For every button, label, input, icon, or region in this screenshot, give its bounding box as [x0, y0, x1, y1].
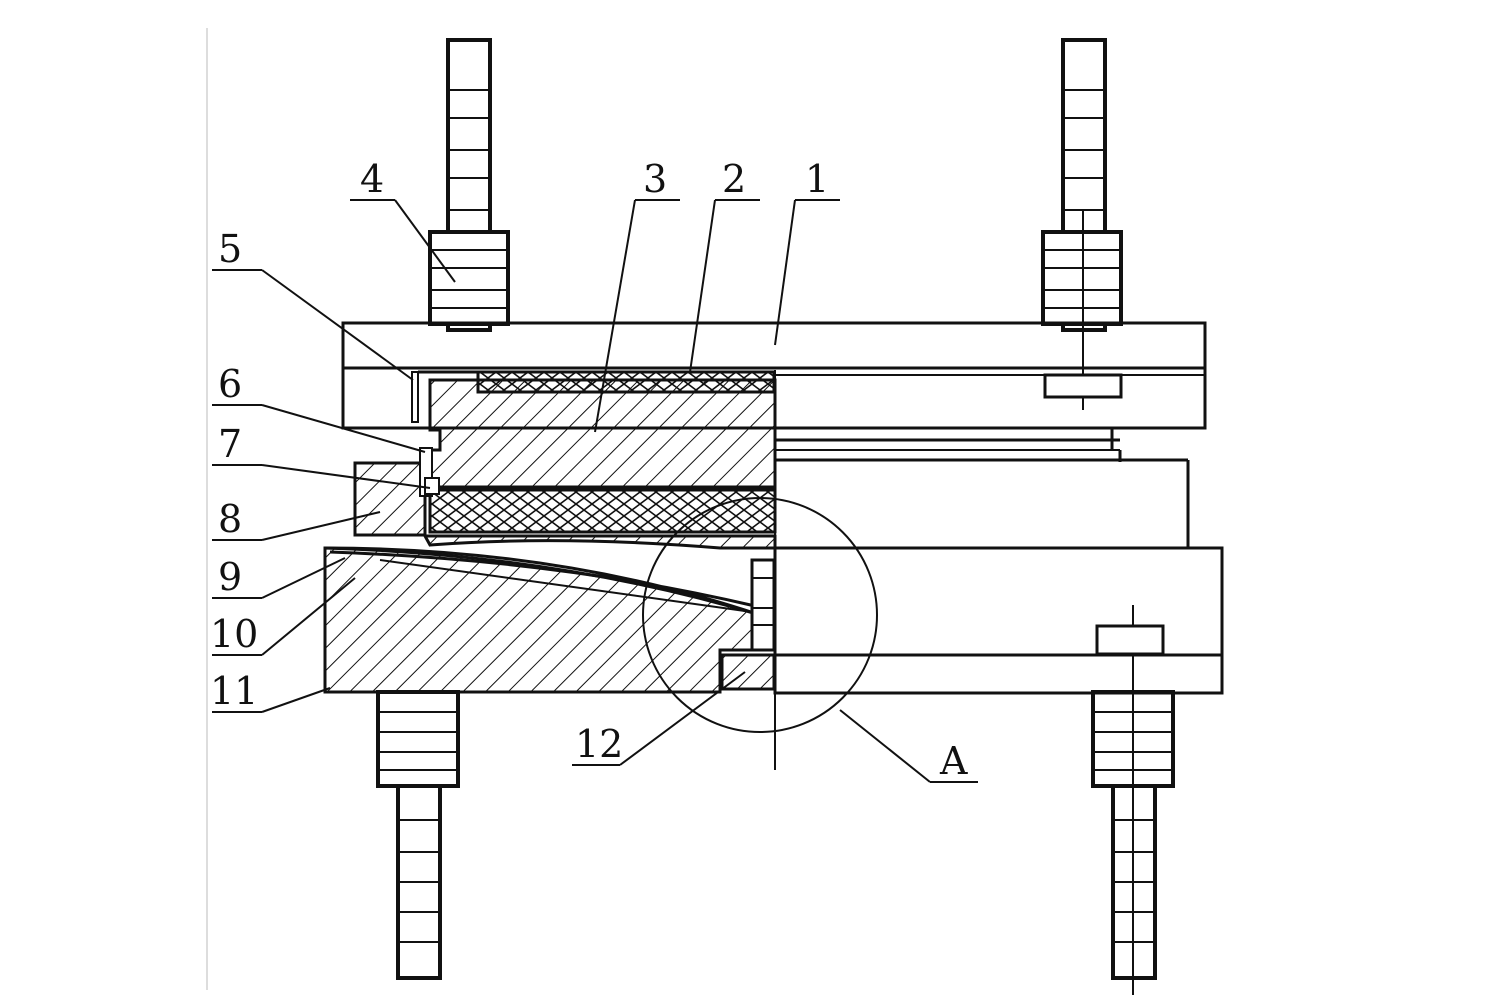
leader-lines [212, 199, 978, 783]
detail-a-circle [642, 497, 878, 733]
label-11: 11 [210, 669, 258, 713]
bolt-top-left [428, 38, 510, 332]
bolt-top-right [1041, 38, 1123, 410]
top-sliding-pad [476, 370, 776, 394]
right-elevation [773, 428, 1224, 695]
curved-slide-plate [324, 546, 761, 617]
label-4: 4 [360, 157, 384, 201]
curved-slide-gap [379, 559, 753, 613]
upper-block-section [428, 378, 777, 489]
label-7: 7 [218, 422, 242, 466]
label-A: A [939, 739, 968, 783]
bolt-bottom-left [376, 690, 460, 980]
seal-strip [411, 371, 419, 423]
retaining-ring-section [353, 461, 427, 537]
label-6: 6 [218, 362, 242, 406]
label-12: 12 [575, 722, 623, 766]
label-10: 10 [210, 612, 258, 656]
label-2: 2 [722, 157, 746, 201]
seal-ring-7 [424, 477, 440, 495]
label-5: 5 [218, 227, 242, 271]
detail-a-stop-block [750, 558, 776, 652]
label-3: 3 [643, 157, 667, 201]
middle-elastomer-layer [428, 488, 777, 534]
bolt-bottom-right [1091, 605, 1175, 995]
label-1: 1 [805, 157, 829, 201]
label-9: 9 [218, 555, 242, 599]
upper-cover-section [422, 534, 777, 550]
label-8: 8 [218, 497, 242, 541]
